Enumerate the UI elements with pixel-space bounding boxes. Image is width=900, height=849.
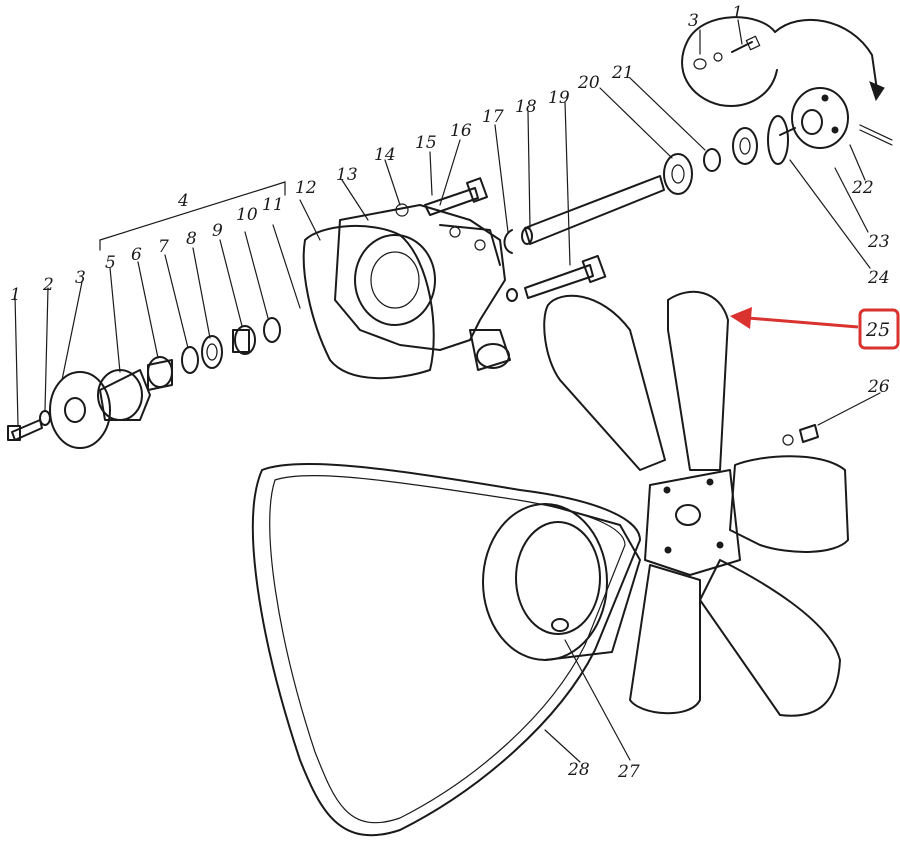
bearings-and-shaft bbox=[503, 127, 758, 302]
highlight-box bbox=[858, 308, 900, 350]
highlight-arrowhead bbox=[730, 307, 752, 329]
inset-detail bbox=[681, 16, 885, 107]
callout-13: 13 bbox=[336, 165, 358, 185]
inset-callout-3: 3 bbox=[688, 11, 699, 31]
callout-17: 17 bbox=[482, 107, 504, 127]
callout-7: 7 bbox=[158, 237, 169, 257]
callout-1: 1 bbox=[10, 285, 21, 305]
callout-20: 20 bbox=[577, 73, 600, 93]
inset-callout-1: 1 bbox=[732, 3, 743, 23]
callout-3: 3 bbox=[75, 268, 86, 288]
callout-21: 21 bbox=[611, 63, 634, 83]
callout-4: 4 bbox=[177, 191, 189, 211]
callout-26: 26 bbox=[867, 377, 890, 397]
callout-8: 8 bbox=[186, 229, 197, 249]
pump-housing bbox=[302, 177, 511, 380]
callout-15: 15 bbox=[415, 133, 437, 153]
highlight-annotation: 25 bbox=[730, 307, 900, 350]
callout-6: 6 bbox=[131, 245, 142, 265]
callout-28: 28 bbox=[567, 760, 590, 780]
callout-16: 16 bbox=[450, 121, 472, 141]
pulley bbox=[482, 503, 641, 661]
callout-12: 12 bbox=[295, 178, 317, 198]
callout-5: 5 bbox=[105, 253, 116, 273]
callout-10: 10 bbox=[236, 205, 258, 225]
callout-24: 24 bbox=[867, 268, 890, 288]
callout-25: 25 bbox=[865, 319, 890, 341]
callout-14: 14 bbox=[374, 145, 396, 165]
impeller-stack bbox=[7, 317, 281, 449]
callout-11: 11 bbox=[262, 195, 284, 215]
callout-18: 18 bbox=[515, 97, 537, 117]
fan bbox=[543, 290, 849, 717]
callout-9: 9 bbox=[212, 221, 223, 241]
belt bbox=[251, 462, 641, 837]
callout-labels: 1 2 3 4 5 6 7 8 9 10 11 12 13 14 15 16 1… bbox=[10, 3, 890, 782]
callout-27: 27 bbox=[617, 762, 640, 782]
callout-23: 23 bbox=[867, 232, 890, 252]
callout-22: 22 bbox=[851, 178, 874, 198]
highlight-arrow-shaft bbox=[747, 316, 859, 329]
pump-flange bbox=[767, 87, 893, 165]
callout-19: 19 bbox=[548, 88, 570, 108]
callout-2: 2 bbox=[42, 275, 54, 295]
leader-lines bbox=[14, 77, 881, 763]
